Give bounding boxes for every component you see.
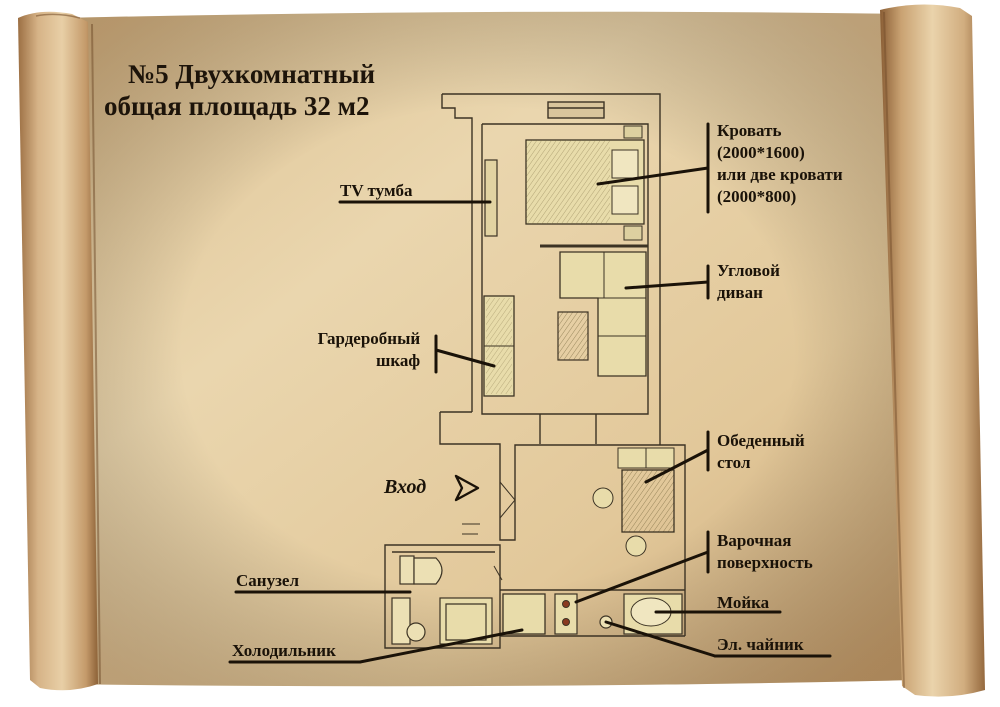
dining-table-label-line: Обеденный: [717, 431, 805, 450]
bathroom-label: Санузел: [236, 571, 299, 590]
sink-icon: [623, 593, 683, 635]
sink-label: Мойка: [717, 593, 770, 612]
wardrobe-label-line: шкаф: [376, 351, 421, 370]
dining-table-label: Обеденный стол: [717, 430, 805, 474]
tv-stand-label: TV тумба: [340, 181, 413, 200]
bed-label: Кровать (2000*1600) или две кровати (200…: [717, 120, 843, 208]
hob-icon: [554, 593, 578, 635]
hob-label-line: Варочная: [717, 531, 792, 550]
dining-table-label-line: стол: [717, 453, 751, 472]
wardrobe-label-line: Гардеробный: [317, 329, 421, 348]
wardrobe-label: Гардеробный шкаф: [303, 328, 421, 372]
tv-stand-icon: [484, 159, 498, 237]
corner-sofa-icon: [559, 251, 647, 377]
sofa-label-line: диван: [717, 283, 763, 302]
fridge-icon: [502, 593, 546, 635]
bed-label-line: (2000*1600): [717, 143, 805, 162]
fridge-label: Холодильник: [232, 641, 336, 660]
bed-icon: [525, 125, 645, 241]
sofa-label: Угловой диван: [717, 260, 780, 304]
bed-label-line: или две кровати: [717, 165, 843, 184]
coffee-table-icon: [557, 311, 589, 361]
entrance-label: Вход: [384, 476, 427, 498]
wardrobe-icon: [483, 295, 515, 397]
title-line-1: №5 Двухкомнатный: [128, 59, 376, 89]
hob-label-line: поверхность: [717, 553, 813, 572]
sofa-label-line: Угловой: [717, 261, 780, 280]
bed-label-line: Кровать: [717, 121, 782, 140]
title-line-2: общая площадь 32 м2: [104, 91, 370, 121]
hob-label: Варочная поверхность: [717, 530, 813, 574]
kettle-label: Эл. чайник: [717, 635, 804, 654]
entrance-arrow-icon: [454, 474, 480, 502]
bed-label-line: (2000*800): [717, 187, 797, 206]
leader-lines: [228, 122, 832, 664]
